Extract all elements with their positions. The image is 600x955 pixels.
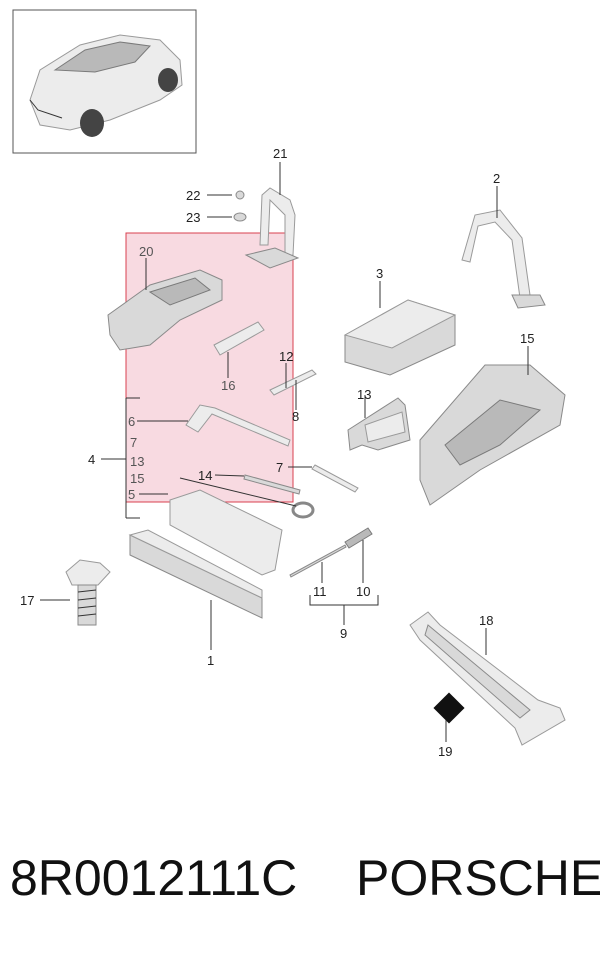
part-19-tag: [433, 692, 465, 724]
part-15-holder: [419, 364, 566, 506]
part-2-strap: [461, 209, 546, 309]
callout-4: 4: [88, 452, 95, 467]
vehicle-thumbnail: [12, 9, 197, 154]
callout-1: 1: [207, 653, 214, 668]
callout-12: 12: [279, 349, 293, 364]
part-20-foam-tray: [107, 269, 223, 351]
leader-lines: [40, 162, 529, 742]
callout-10: 10: [356, 584, 370, 599]
part-14-rod: [243, 474, 301, 495]
callout-8: 8: [292, 409, 299, 424]
callout-17: 17: [20, 593, 34, 608]
callout-23: 23: [186, 210, 200, 225]
callout-7: 7: [276, 460, 283, 475]
part-10-screwdriver: [289, 527, 373, 578]
callout-19: 19: [438, 744, 452, 759]
part-22-nut: [235, 190, 245, 200]
part-7-rod: [311, 464, 359, 493]
callout-2: 2: [493, 171, 500, 186]
callout-22: 22: [186, 188, 200, 203]
part-number: 8R0012111C: [10, 850, 298, 906]
callout-3: 3: [376, 266, 383, 281]
callout-labels: 21 22 23 2 3 15 20 16 12 8 13 6 7 13 15 …: [20, 146, 534, 759]
callout-13-list: 13: [130, 454, 144, 469]
part-23-washer: [233, 212, 247, 222]
callout-11: 11: [313, 584, 327, 599]
callout-5: 5: [128, 487, 135, 502]
part-17-bolt: [65, 559, 111, 626]
part-12-wrench: [269, 369, 317, 396]
callout-6: 6: [128, 414, 135, 429]
part-13-bracket: [347, 397, 411, 451]
callout-13-bracket: 13: [357, 387, 371, 402]
highlight-region: [125, 232, 294, 503]
part-16-clip: [213, 321, 265, 356]
callout-15: 15: [520, 331, 534, 346]
callout-7-list: 7: [130, 435, 137, 450]
callout-20: 20: [139, 244, 153, 259]
brand-name: PORSCHE: [356, 850, 600, 906]
callout-16: 16: [221, 378, 235, 393]
callout-14: 14: [198, 468, 212, 483]
part-6-lug-wrench: [185, 404, 291, 447]
callout-15-list: 15: [130, 471, 144, 486]
callout-21: 21: [273, 146, 287, 161]
part-3-box: [343, 299, 457, 376]
part-1-bag: [128, 489, 283, 619]
part-5-tow-eye: [291, 501, 315, 519]
part-21-strap: [244, 187, 300, 269]
part-18-jack: [409, 611, 566, 746]
callout-9: 9: [340, 626, 347, 641]
callout-18: 18: [479, 613, 493, 628]
